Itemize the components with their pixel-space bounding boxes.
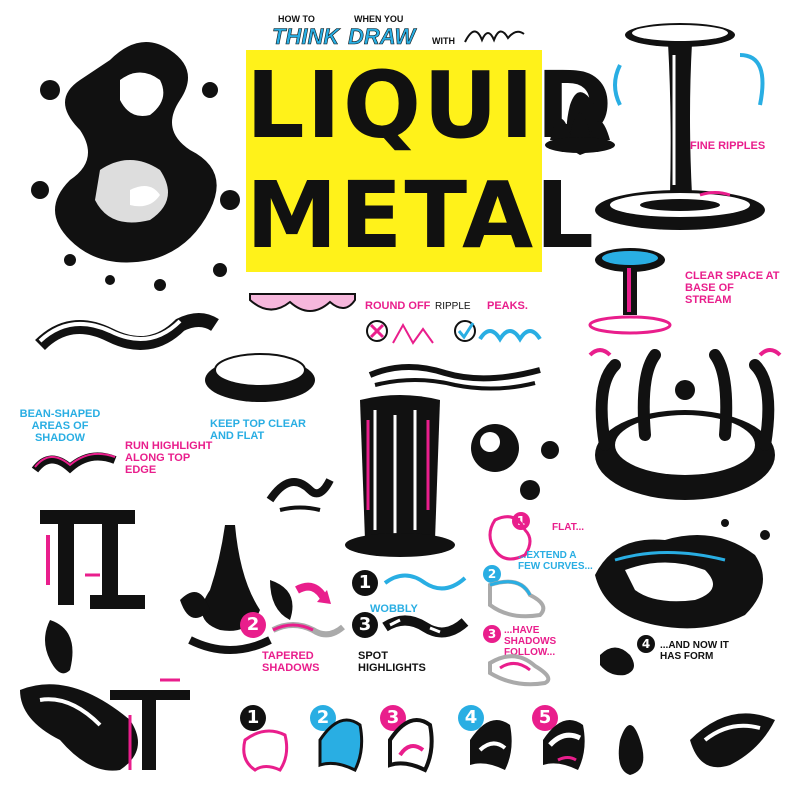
arrow-pink-illustration	[295, 582, 331, 604]
wobbly-line-illustration	[383, 573, 467, 591]
label-bean-shaped: BEAN-SHAPED AREAS OF SHADOW	[19, 408, 101, 445]
label-wobbly: WOBBLY	[370, 603, 418, 615]
form-small-illustration	[600, 647, 634, 676]
header-draw: DRAW	[348, 24, 416, 50]
step-middle-2: 2	[240, 612, 266, 638]
step-bottom-4: 4	[458, 705, 484, 731]
extend-shape-illustration	[488, 579, 546, 619]
t-drip-illustration	[110, 678, 190, 770]
label-extend: ...EXTEND A FEW CURVES...	[518, 550, 593, 572]
header-with: WITH	[432, 36, 455, 46]
label-round-off-3: PEAKS.	[487, 300, 528, 312]
label-and-now: ...AND NOW IT HAS FORM	[660, 640, 729, 662]
spheres-illustration	[471, 424, 559, 500]
small-splash-illustration	[545, 112, 615, 153]
bean-shadow-small	[31, 452, 117, 474]
bottom-shape-1	[242, 729, 289, 772]
label-clear-space: CLEAR SPACE AT BASE OF STREAM	[685, 270, 780, 307]
crown-splash-illustration	[588, 348, 782, 500]
step-right-4: 4	[637, 635, 655, 653]
title-liquid: LIQUID	[246, 52, 615, 159]
ripple-surface-illustration	[368, 363, 541, 391]
flat-shape-illustration	[488, 515, 532, 561]
label-round-off-2: RIPPLE	[435, 301, 471, 312]
step-right-2: 2	[483, 565, 501, 583]
tapered-shadow-illustration	[271, 622, 345, 638]
label-flat: FLAT...	[552, 522, 585, 533]
ripple-edge-illustration	[249, 293, 356, 312]
step-right-1: 1	[512, 512, 530, 530]
step-bottom-2: 2	[310, 705, 336, 731]
label-have-shadows: ...HAVE SHADOWS FOLLOW...	[504, 625, 557, 658]
title-block: LIQUID METAL	[246, 50, 615, 272]
bottom-shape-2	[318, 718, 364, 773]
bean-shadow-illustration	[35, 313, 219, 351]
label-spot-highlights: SPOT HIGHLIGHTS	[358, 650, 426, 675]
title-metal: METAL	[246, 162, 596, 269]
bottom-shape-4	[470, 720, 512, 770]
waterfall-illustration	[345, 395, 455, 557]
label-run-highlight: RUN HIGHLIGHT ALONG TOP EDGE	[125, 440, 213, 477]
form-splash-illustration	[595, 519, 770, 629]
liquid-splash-illustration	[31, 42, 240, 291]
drip-structure-illustration	[40, 510, 145, 609]
shadow-shape-illustration	[488, 654, 551, 687]
bottom-shape-5	[543, 720, 585, 770]
bottom-shape-3	[388, 718, 434, 773]
label-tapered: TAPERED SHADOWS	[262, 650, 320, 675]
stream-base-illustration	[588, 248, 672, 335]
label-round-off-1: ROUND OFF	[365, 300, 431, 312]
stream-pour-illustration	[566, 23, 765, 230]
step-middle-3: 3	[352, 612, 378, 638]
bottom-right-blobs	[618, 713, 775, 775]
signature-icon	[464, 30, 525, 43]
puddle-illustration	[205, 353, 315, 402]
header-think: THINK	[272, 24, 340, 50]
blob-drop-illustration	[20, 620, 138, 771]
round-off-comparison	[366, 320, 542, 345]
step-right-3: 3	[483, 625, 501, 643]
step-bottom-5: 5	[532, 705, 558, 731]
header-how-to: HOW TO	[278, 14, 315, 24]
step-middle-1: 1	[352, 570, 378, 596]
label-keep-top: KEEP TOP CLEAR AND FLAT	[210, 418, 306, 443]
label-fine-ripples: FINE RIPPLES	[690, 140, 766, 152]
header-logo: HOW TO THINK WHEN YOU DRAW WITH	[270, 10, 570, 50]
wave-splash-illustration	[266, 478, 334, 512]
header-when-you: WHEN YOU	[354, 14, 404, 24]
highlight-line-illustration	[382, 615, 469, 638]
drip-splash-illustration	[180, 525, 293, 654]
step-bottom-1: 1	[240, 705, 266, 731]
